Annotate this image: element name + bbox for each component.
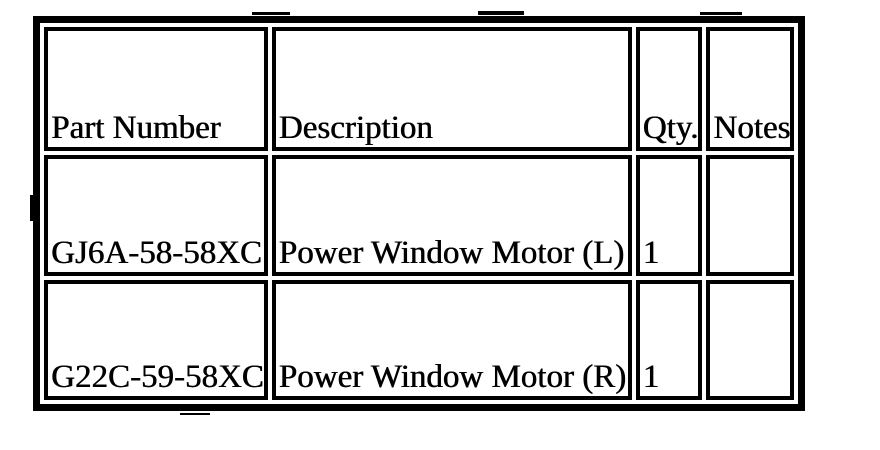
header-cell-part-number: Part Number <box>44 27 268 151</box>
parts-table: Part Number Description Qty. Notes GJ6A-… <box>33 16 806 411</box>
header-cell-description: Description <box>271 27 632 151</box>
scan-noise-speck <box>700 12 742 15</box>
cell-qty: 1 <box>635 280 703 400</box>
table-header-row: Part Number Description Qty. Notes <box>44 27 795 151</box>
cell-description: Power Window Motor (R) <box>271 280 632 400</box>
table-row: G22C-59-58XC Power Window Motor (R) 1 <box>44 280 795 400</box>
scan-noise-speck <box>478 11 524 15</box>
scan-noise-speck <box>252 12 290 15</box>
header-cell-notes: Notes <box>706 27 795 151</box>
cell-description: Power Window Motor (L) <box>271 155 632 276</box>
cell-notes <box>706 155 795 276</box>
cell-part-number: GJ6A-58-58XC <box>44 155 268 276</box>
cell-notes <box>706 280 795 400</box>
table-row: GJ6A-58-58XC Power Window Motor (L) 1 <box>44 155 795 276</box>
cell-qty: 1 <box>635 155 703 276</box>
header-cell-qty: Qty. <box>635 27 703 151</box>
scan-noise-speck <box>30 195 33 221</box>
scan-noise-speck <box>180 413 210 415</box>
cell-part-number: G22C-59-58XC <box>44 280 268 400</box>
